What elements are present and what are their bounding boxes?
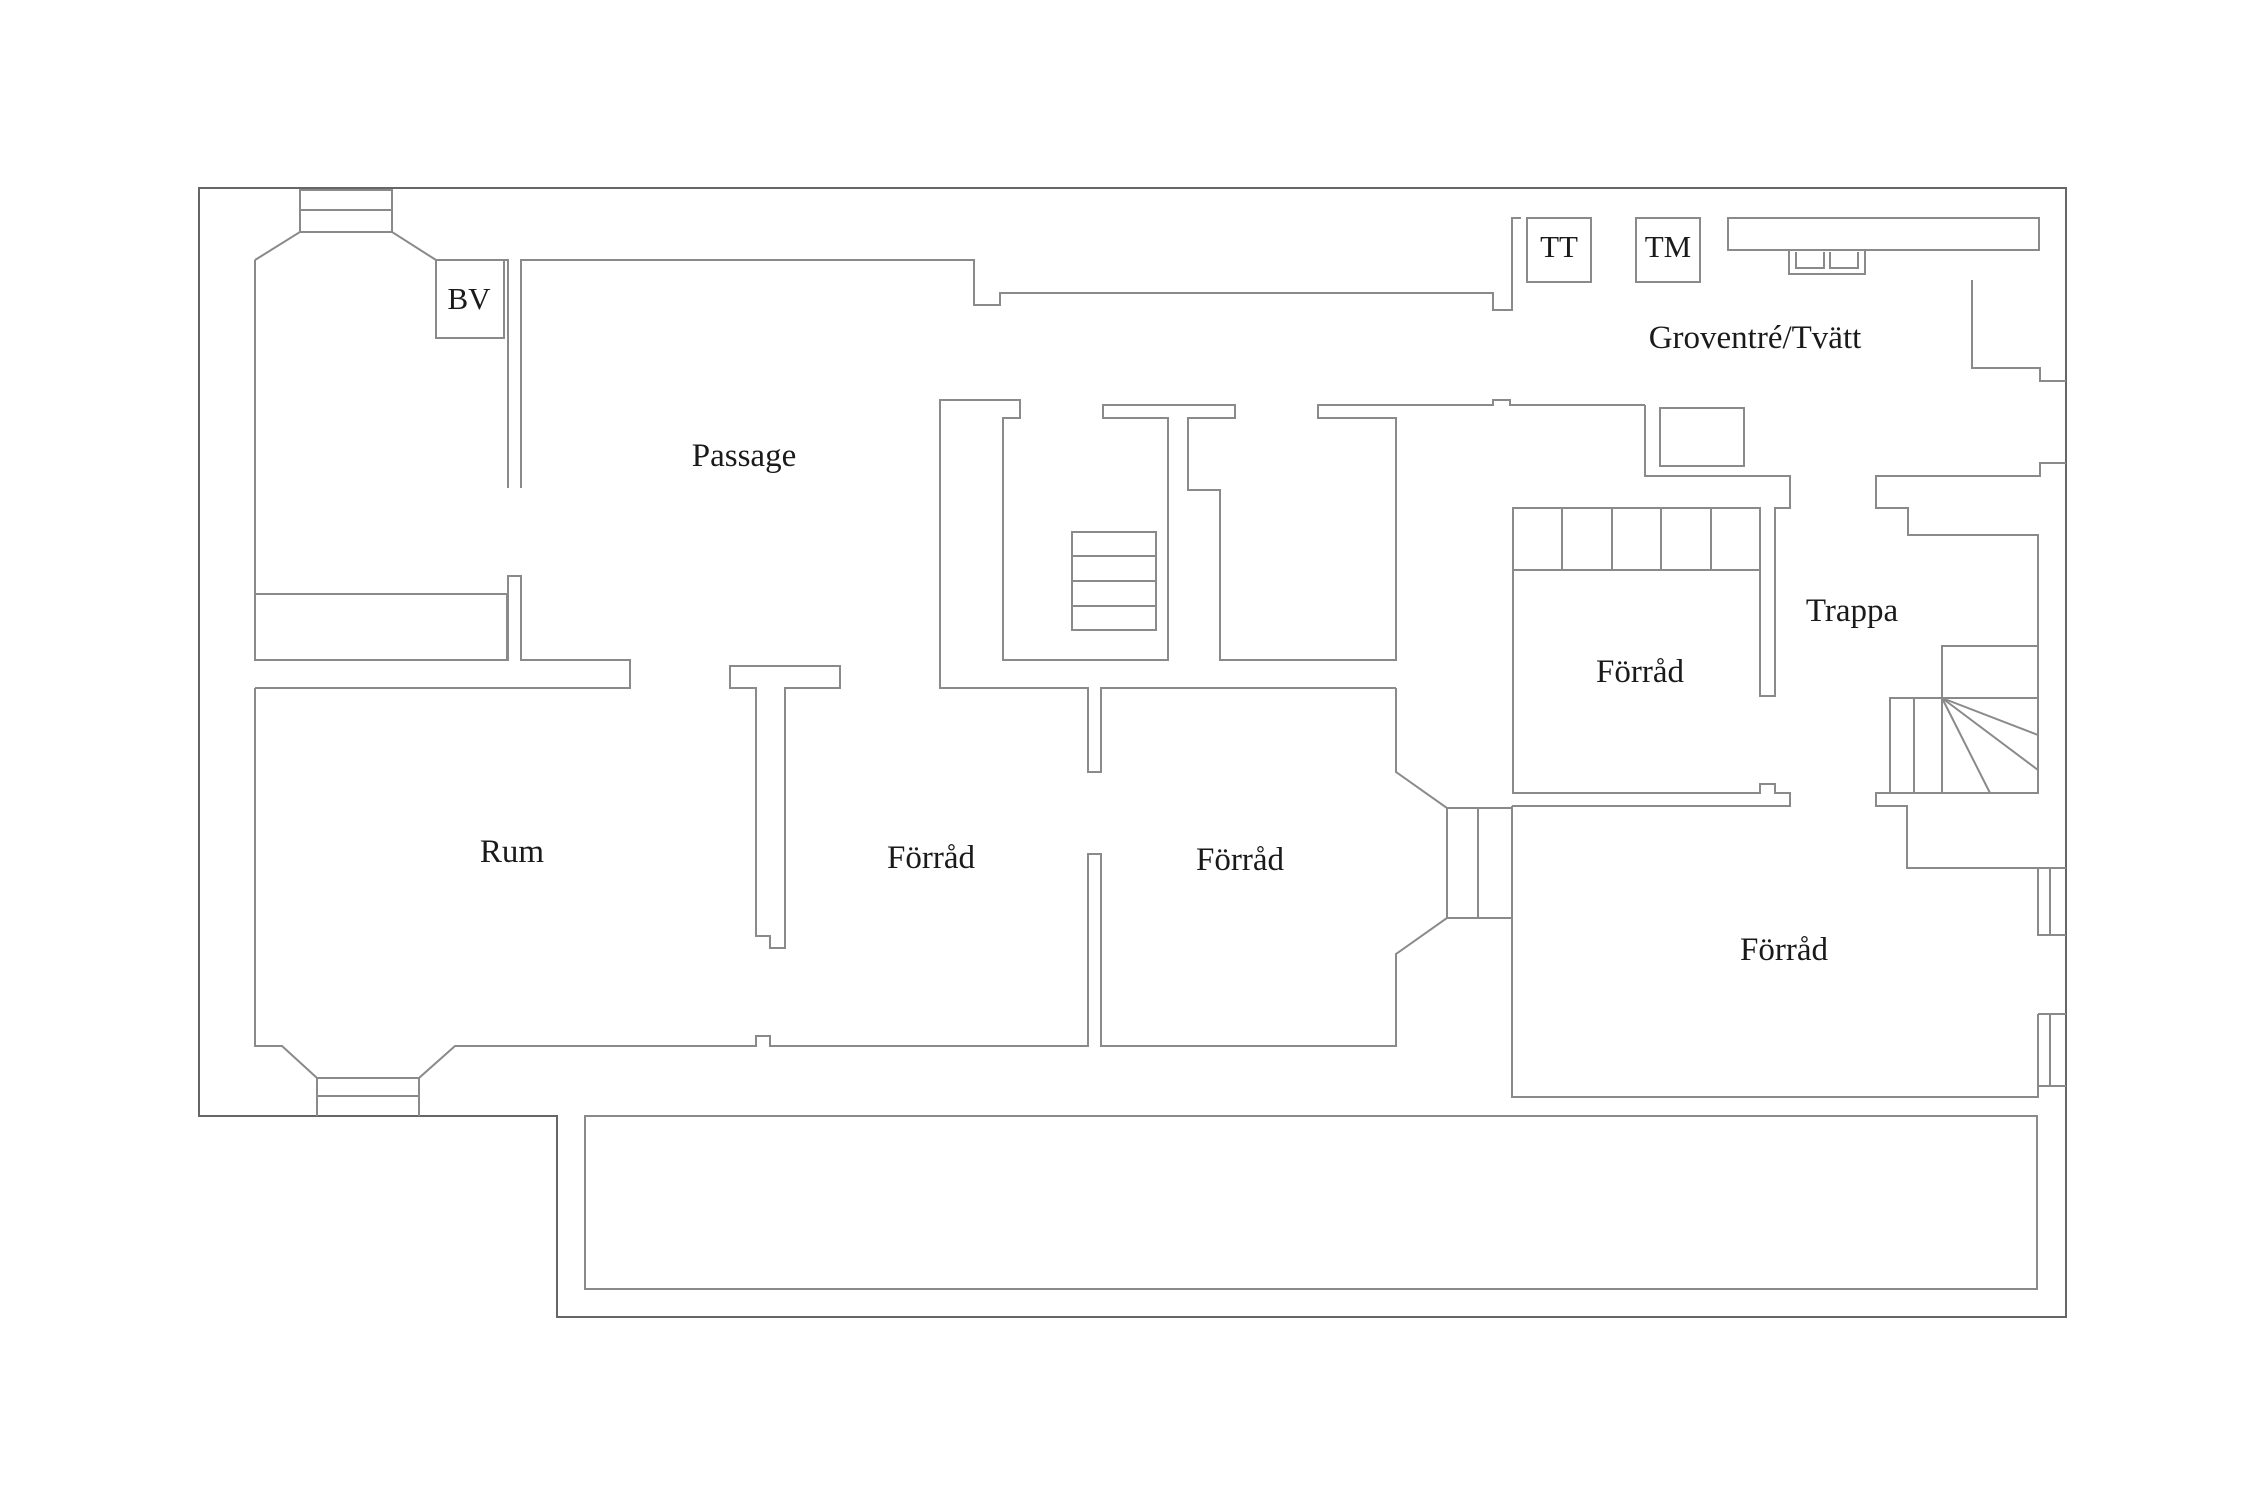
sink-icon [1788,249,1866,275]
passage-wall [729,665,841,949]
stair-core-wall [939,399,1645,666]
forrad-shelves [1512,507,1761,571]
counter [1727,217,2040,251]
room-label-trappa: Trappa [1806,593,1899,629]
trappa-steps [1889,697,2039,794]
room-label-forrad: Förråd [1740,932,1828,968]
fixture-label-tt: TT [1540,229,1578,264]
forrad-right-wall [1644,405,1791,697]
rum-wall [254,688,1448,1116]
trappa-step [1941,697,1991,794]
trappa-step [1941,697,2039,771]
groventre-wall [1511,217,2066,382]
trappa-step [1941,697,2039,736]
forrad-bottom-right-wall [1511,806,2039,1098]
trappa-wall [1875,462,2066,869]
fixture-label-bv: BV [447,281,491,316]
stair-core-wall [939,666,1396,773]
outer-wall [198,187,2067,1318]
window-right [2037,1013,2066,1087]
left-top-room-wall [254,260,509,661]
room-label-rum: Rum [480,834,545,870]
room-label-forrad: Förråd [887,840,975,876]
bv-closet-outline [435,259,505,339]
forrad-door-frame [1447,807,1513,919]
window-right [2037,867,2066,936]
room-label-passage: Passage [692,438,796,474]
bay-window-top [254,189,437,261]
tm-fixture [1635,217,1701,283]
forrad-right-wall [1512,570,1791,807]
tt-fixture [1526,217,1592,283]
sink-icon [1795,252,1859,269]
room-label-forrad: Förråd [1596,654,1684,690]
bottom-storage-outline [584,1115,2038,1290]
passage-wall [520,218,1513,488]
trappa-steps-upper [1941,645,2039,699]
closet-bar [254,593,508,661]
room-label-groventre: Groventré/Tvätt [1649,320,1862,356]
passage-wall [255,575,631,689]
shelf [1659,407,1745,467]
fixture-label-tm: TM [1645,229,1692,264]
room-label-forrad: Förråd [1196,842,1284,878]
